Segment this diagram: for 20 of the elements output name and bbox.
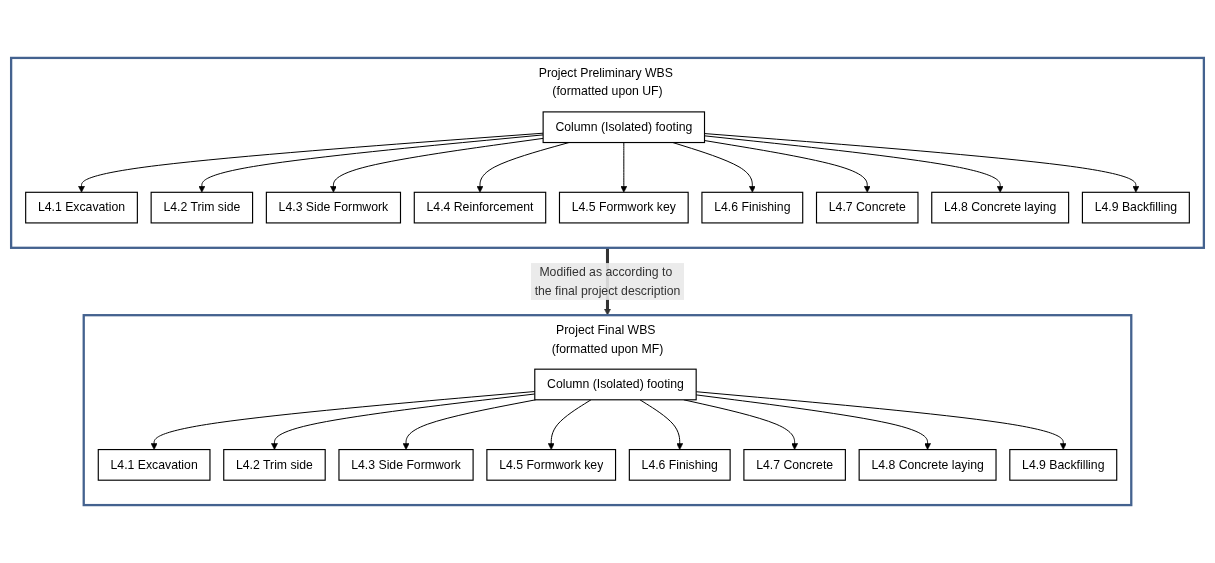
node-box: Column (Isolated) footing [542,111,706,144]
node-box: L4.7 Concrete [815,191,919,224]
node-box: L4.3 Side Formwork [338,449,474,481]
node-box: L4.8 Concrete laying [858,449,997,481]
node-box: Column (Isolated) footing [534,368,697,401]
node-box: L4.5 Formwork key [486,449,617,481]
node-box: L4.2 Trim side [150,191,254,224]
edge-label: Modified as according to the final project description [534,265,681,297]
node-box: L4.6 Finishing [628,449,731,481]
node-box: L4.2 Trim side [223,449,326,481]
node-box: L4.1 Excavation [25,191,138,224]
node-box: L4.3 Side Formwork [265,191,402,224]
node-box: L4.7 Concrete [743,449,846,481]
node-box: L4.1 Excavation [97,449,211,481]
node-box: L4.5 Formwork key [558,191,689,224]
node-box: L4.9 Backfilling [1081,191,1190,224]
node-box: L4.9 Backfilling [1009,449,1118,481]
node-box: L4.6 Finishing [701,191,804,224]
node-box: L4.4 Reinforcement [413,191,547,224]
node-box: L4.8 Concrete laying [931,191,1070,224]
